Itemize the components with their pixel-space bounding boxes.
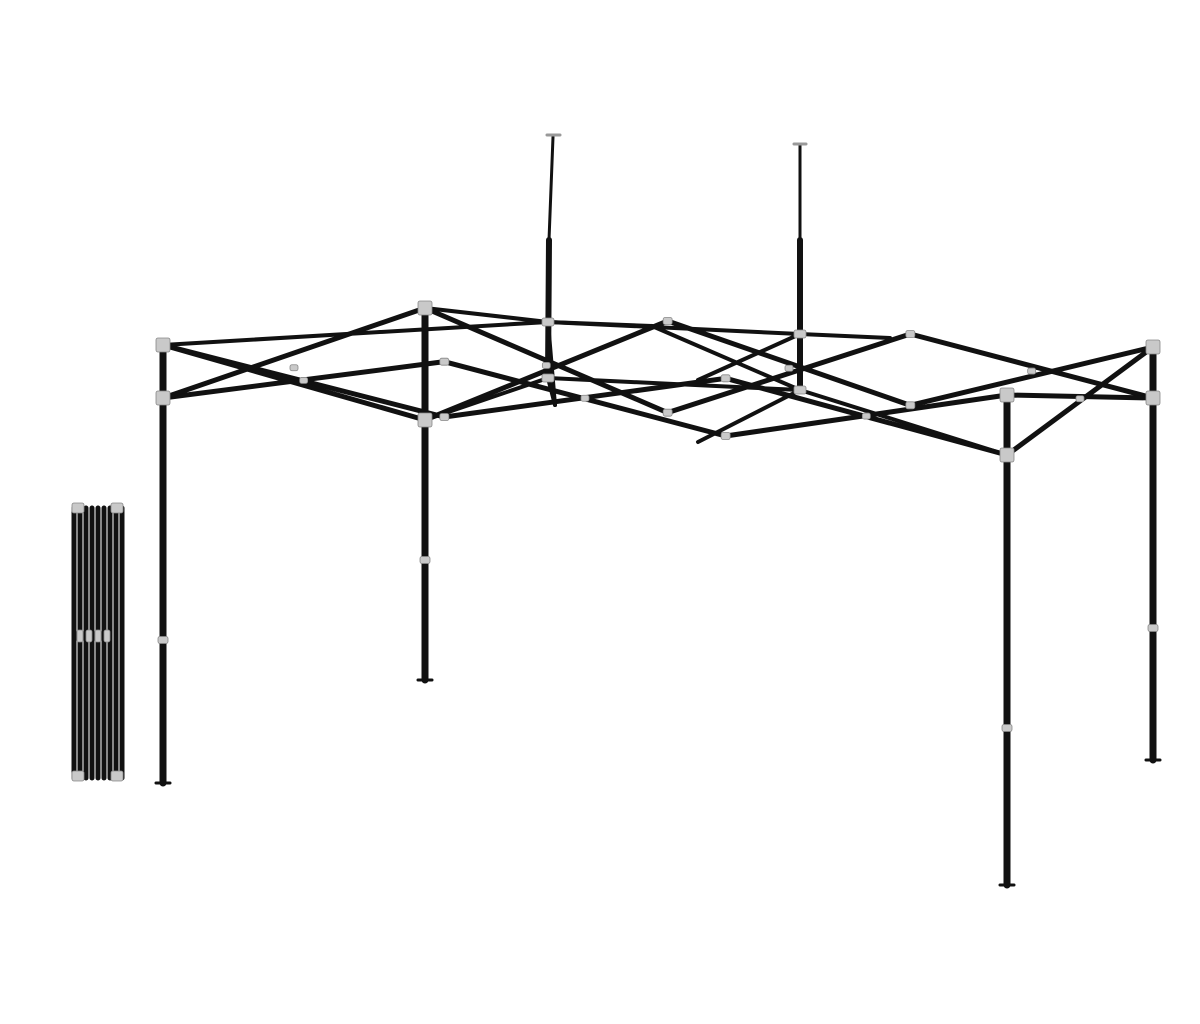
roof-rafter [546,376,802,392]
pole-upper [547,135,555,242]
joint-bracket [541,362,551,369]
roof-rafter [798,332,892,340]
joint-bracket [1147,624,1159,632]
pole-lower [545,237,552,381]
joint-bracket [155,337,171,353]
joint-bracket [155,390,171,406]
joint-bracket [439,413,450,421]
joint-bracket [289,364,299,372]
scissor-bar [665,331,913,416]
scissor-bar [907,344,1156,408]
joint-bracket [419,556,431,564]
joint-bracket [1075,395,1085,403]
joint-bracket [793,329,807,339]
joint-bracket [662,317,673,325]
joint-bracket [71,770,85,782]
joint-bracket [1145,390,1161,406]
joint-bracket [580,394,590,402]
center-support-poles [545,133,808,393]
folded-frame [71,505,125,781]
joint-bracket [417,300,433,316]
joint-bracket [999,387,1015,403]
roof-rafter [650,324,802,392]
joint-bracket [439,357,450,366]
joint-bracket [85,629,93,643]
joint-bracket [110,770,124,782]
scissor-bar [907,331,1156,401]
roof-scissor-trusses [160,305,1156,458]
joint-bracket [71,502,85,514]
joint-bracket [905,330,916,338]
joint-bracket [784,364,794,372]
joint-bracket [662,408,673,417]
roof-rafter [798,388,1009,457]
joint-bracket [1001,724,1013,732]
joint-bracket [1027,367,1037,375]
roof-rafter [546,320,802,336]
joint-bracket [905,401,916,410]
joint-bracket [720,432,731,440]
joint-bracket [76,629,84,643]
joint-bracket [999,447,1015,463]
joint-bracket [720,374,731,383]
scissor-bar [160,305,428,401]
joint-bracket [94,629,102,643]
canopy-legs [154,304,1162,889]
joint-bracket [793,385,807,395]
roof-rafter [423,306,550,324]
scissor-bar [665,318,913,408]
joint-bracket [541,317,555,327]
roof-rafter [696,332,802,382]
frame-joints [71,300,1161,782]
roof-rafter [423,376,550,422]
joint-bracket [103,629,111,643]
joint-bracket [861,412,871,420]
roof-rafter [161,320,550,347]
joint-bracket [299,377,309,384]
roof-rafter [696,388,802,444]
joint-bracket [157,636,169,644]
joint-bracket [110,502,124,514]
joint-bracket [1145,339,1161,355]
scissor-bar [160,342,428,423]
roof-rafter [546,376,557,407]
joint-bracket [541,373,555,383]
joint-bracket [417,412,433,428]
